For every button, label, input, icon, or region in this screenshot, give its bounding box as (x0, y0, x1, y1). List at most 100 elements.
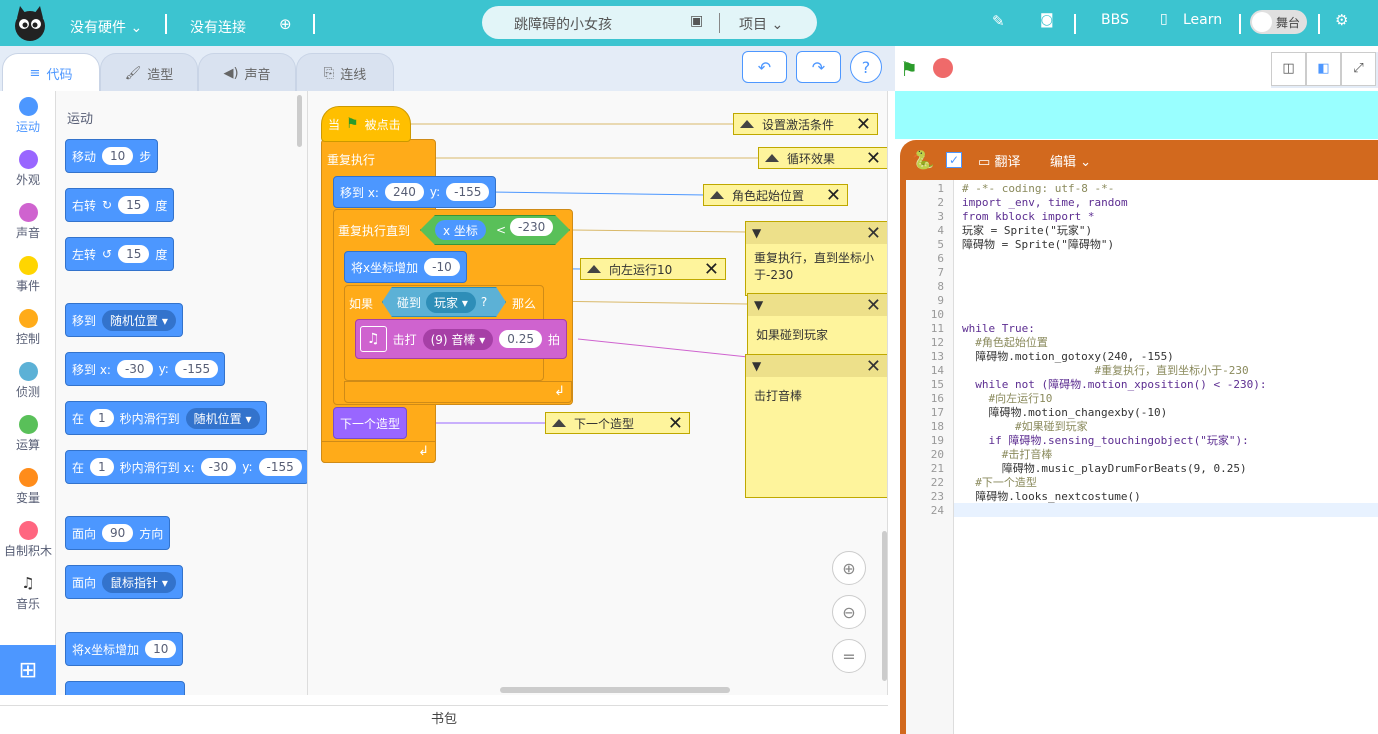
block-input[interactable]: -155 (174, 360, 219, 378)
collapse-icon[interactable]: ▼ (752, 226, 762, 240)
block-goto[interactable]: 移到随机位置 ▾ (65, 303, 183, 337)
expand-icon[interactable] (710, 191, 724, 199)
block-input[interactable]: 15 (118, 196, 150, 214)
category-8[interactable]: 自制积木 (0, 521, 56, 559)
close-icon[interactable]: ✕ (865, 147, 881, 169)
tab-wiring[interactable]: ⎘连线 (296, 53, 394, 93)
touching-sensor[interactable]: 碰到玩家 ▾? (382, 287, 506, 317)
block-input[interactable]: 1 (90, 409, 114, 427)
category-6[interactable]: 运算 (0, 415, 56, 453)
close-icon[interactable]: ✕ (825, 184, 841, 206)
zoom-reset-button[interactable]: = (832, 639, 866, 673)
logo-icon[interactable] (12, 4, 48, 42)
small-stage-icon[interactable]: ◫ (1271, 52, 1306, 86)
stage-toggle[interactable]: 舞台 (1250, 10, 1307, 34)
block-input[interactable]: -155 (446, 183, 490, 201)
block-input[interactable]: -30 (116, 360, 153, 378)
collapse-icon[interactable]: ▼ (752, 359, 762, 373)
zoom-in-button[interactable]: ⊕ (832, 551, 866, 585)
sync-checkbox[interactable]: ✓ (946, 152, 962, 168)
block-dropdown[interactable]: 鼠标指针 ▾ (102, 571, 176, 593)
learn-link[interactable]: Learn (1183, 12, 1223, 28)
category-7[interactable]: 变量 (0, 468, 56, 506)
block-change-x[interactable]: 将x坐标增加-10 (344, 251, 467, 283)
hardware-menu[interactable]: 没有硬件 ⌄ (70, 17, 142, 37)
block-input[interactable]: 240 (384, 183, 424, 201)
expand-icon[interactable] (765, 154, 779, 162)
bbs-link[interactable]: BBS (1101, 12, 1129, 28)
block-input[interactable]: -230 (510, 218, 554, 236)
connection-status[interactable]: 没有连接 (190, 20, 246, 36)
block-point-towards[interactable]: 面向鼠标指针 ▾ (65, 565, 183, 599)
close-icon[interactable]: ✕ (855, 113, 871, 135)
stage-preview[interactable] (895, 91, 1378, 139)
block-dropdown[interactable]: 随机位置 ▾ (185, 407, 260, 429)
comment-minimized[interactable]: 下一个造型✕ (545, 412, 690, 434)
camera-icon[interactable]: ◙ (1040, 12, 1054, 28)
backpack[interactable]: 书包 (0, 705, 888, 734)
close-icon[interactable]: ✕ (865, 222, 881, 244)
block-input[interactable]: 15 (118, 245, 150, 263)
project-name[interactable]: 跳障碍的小女孩 (514, 17, 612, 33)
comment-minimized[interactable]: 向左运行10✕ (580, 258, 726, 280)
category-9[interactable]: ♫音乐 (0, 574, 56, 612)
block-input[interactable]: -10 (424, 258, 460, 276)
x-position-reporter[interactable]: x 坐标 (435, 220, 486, 240)
comment-minimized[interactable]: 角色起始位置✕ (703, 184, 848, 206)
comment-expanded[interactable]: ▼ ✕ 如果碰到玩家 (747, 293, 887, 355)
close-icon[interactable]: ✕ (667, 412, 683, 434)
tab-code[interactable]: ≡代码 (2, 53, 100, 93)
translate-button[interactable]: ▭ 翻译 (978, 151, 1020, 170)
close-icon[interactable]: ✕ (865, 294, 881, 316)
block-dropdown[interactable]: 玩家 ▾ (426, 291, 476, 313)
block-partial[interactable] (65, 681, 185, 695)
globe-icon[interactable]: ⊕ (279, 15, 292, 33)
category-0[interactable]: 运动 (0, 97, 56, 135)
block-input[interactable]: -155 (258, 458, 302, 476)
comment-text[interactable]: 重复执行，直到坐标小于-230 (754, 251, 875, 282)
comment-text[interactable]: 击打音棒 (754, 389, 803, 403)
category-4[interactable]: 控制 (0, 309, 56, 347)
comment-expanded[interactable]: ▼ ✕ 重复执行，直到坐标小于-230 (745, 221, 887, 296)
block-input[interactable]: 1 (90, 458, 114, 476)
category-1[interactable]: 外观 (0, 150, 56, 188)
expand-icon[interactable] (552, 419, 566, 427)
canvas-h-scrollbar[interactable] (500, 687, 730, 693)
block-dropdown[interactable]: 随机位置 ▾ (102, 309, 176, 331)
close-icon[interactable]: ✕ (865, 355, 881, 377)
block-input[interactable]: -30 (200, 458, 237, 476)
comment-text[interactable]: 如果碰到玩家 (756, 328, 829, 342)
comment-minimized[interactable]: 循环效果✕ (758, 147, 887, 169)
edit-menu[interactable]: 编辑 ⌄ (1050, 155, 1092, 170)
expand-icon[interactable] (740, 120, 754, 128)
fullscreen-icon[interactable]: ⤢ (1341, 52, 1376, 86)
undo-button[interactable]: ↶ (742, 51, 787, 83)
collapse-icon[interactable]: ▼ (754, 298, 764, 312)
category-3[interactable]: 事件 (0, 256, 56, 294)
large-stage-icon[interactable]: ◧ (1306, 52, 1341, 86)
block-dropdown[interactable]: (9) 音棒 ▾ (422, 328, 494, 350)
block-input[interactable]: 0.25 (499, 330, 542, 348)
palette-scrollbar[interactable] (297, 95, 302, 147)
tab-costume[interactable]: 🖌造型 (100, 53, 198, 93)
block-input[interactable]: 10 (102, 147, 134, 165)
green-flag-icon[interactable]: ⚑ (900, 57, 918, 81)
project-menu[interactable]: 项目 ⌄ (739, 17, 784, 33)
comment-expanded[interactable]: ▼ ✕ 击打音棒 (745, 354, 887, 498)
add-extension-button[interactable]: ⊞ (0, 645, 56, 695)
save-icon[interactable]: ▣ (690, 13, 704, 29)
canvas-v-scrollbar[interactable] (882, 531, 887, 681)
stop-button[interactable] (933, 58, 953, 78)
help-button[interactable]: ? (850, 51, 882, 83)
comment-minimized[interactable]: 设置激活条件✕ (733, 113, 878, 135)
